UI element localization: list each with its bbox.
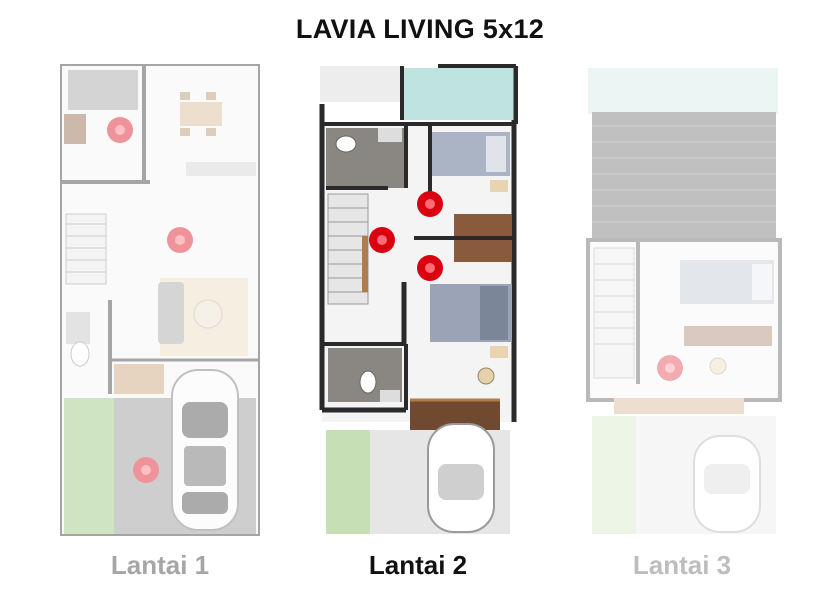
location-marker-icon[interactable] — [107, 117, 133, 143]
floor-label-lantai-1[interactable]: Lantai 1 — [110, 550, 210, 580]
toilet-icon — [66, 312, 90, 367]
garden — [592, 416, 636, 534]
glass-roof — [402, 68, 516, 120]
bed-icon — [680, 260, 774, 304]
garden — [326, 430, 370, 534]
location-marker-icon[interactable] — [133, 457, 159, 483]
location-marker-icon[interactable] — [369, 227, 395, 253]
roof-tile-lines — [592, 125, 776, 223]
car-icon — [693, 435, 761, 533]
living-rug — [160, 278, 248, 356]
toilet-icon — [335, 135, 357, 153]
location-marker-icon[interactable] — [417, 255, 443, 281]
car-icon — [171, 369, 239, 531]
wardrobe — [454, 214, 512, 236]
nightstand — [490, 346, 508, 358]
balcony-deck — [614, 398, 744, 414]
location-marker-icon[interactable] — [417, 191, 443, 217]
location-marker-icon[interactable] — [167, 227, 193, 253]
stairs-icon — [327, 193, 369, 305]
bed-icon — [430, 284, 512, 342]
entry-step — [114, 364, 164, 394]
handrail — [362, 236, 368, 292]
cabinet — [64, 114, 86, 144]
wardrobe — [684, 326, 772, 346]
side-table — [709, 357, 727, 375]
terrace — [320, 66, 402, 102]
location-marker-icon[interactable] — [657, 355, 683, 381]
floor-label-lantai-3[interactable]: Lantai 3 — [632, 550, 732, 580]
car-icon — [427, 423, 495, 533]
sink — [380, 390, 400, 402]
coffee-table — [193, 299, 223, 329]
carport — [636, 416, 776, 534]
stairs-icon — [593, 247, 635, 379]
carport — [114, 398, 256, 534]
stairs-icon — [65, 213, 107, 285]
toilet-icon — [359, 370, 377, 394]
counter — [186, 162, 256, 176]
roof-tiles — [592, 112, 776, 240]
sofa-icon — [158, 282, 184, 344]
side-table — [477, 367, 495, 385]
plan-floor-area — [60, 64, 260, 536]
wardrobe — [454, 240, 512, 262]
page-title: LAVIA LIVING 5x12 — [295, 14, 545, 44]
floor-plan-lantai-1[interactable] — [60, 64, 260, 536]
garden — [64, 398, 114, 534]
bed-icon — [430, 132, 510, 176]
kitchen-counter — [68, 70, 138, 110]
floor-plan-lantai-3[interactable] — [584, 64, 784, 536]
floor-plan-lantai-2[interactable] — [318, 64, 518, 536]
nightstand — [490, 180, 508, 192]
dining-table-icon — [180, 92, 222, 136]
sink — [378, 128, 402, 142]
floor-label-lantai-2[interactable]: Lantai 2 — [368, 550, 468, 580]
plan-floor-area — [586, 238, 782, 402]
glass-roof — [588, 68, 778, 114]
